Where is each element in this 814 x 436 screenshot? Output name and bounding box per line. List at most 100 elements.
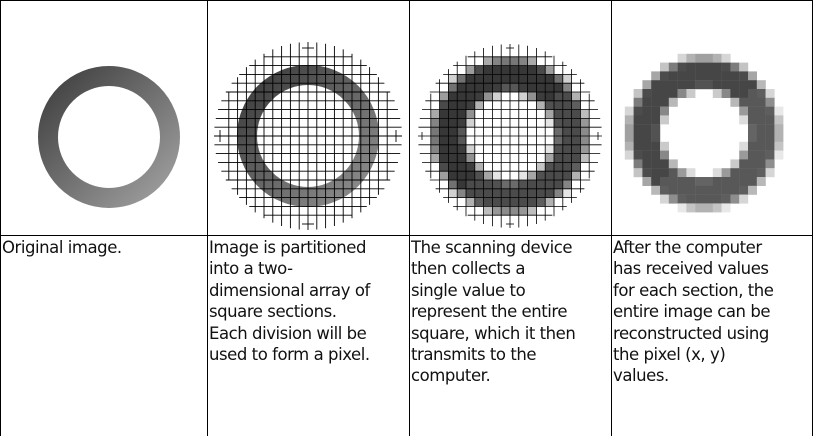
scan-square: [501, 83, 511, 93]
scan-square: [466, 197, 476, 207]
scan-square: [439, 136, 449, 146]
scan-square: [510, 197, 520, 207]
pixel-square: [739, 80, 749, 90]
scan-square: [466, 83, 476, 93]
scan-square: [545, 65, 555, 75]
pixel-square: [624, 124, 634, 134]
pixel-square: [739, 62, 749, 72]
pixel-square: [739, 106, 749, 116]
scan-square: [448, 127, 458, 137]
pixel-square: [756, 97, 766, 107]
pixel-squares: [624, 53, 784, 213]
scan-square: [562, 127, 572, 137]
scan-square: [430, 118, 440, 128]
scan-square: [439, 162, 449, 172]
pixel-square: [677, 62, 687, 72]
pixel-square: [686, 177, 696, 186]
scan-square: [448, 153, 458, 163]
scan-square: [527, 180, 537, 190]
scan-square: [439, 118, 449, 128]
caption-line: the pixel (x, y): [613, 345, 726, 365]
scan-square: [474, 65, 484, 75]
scan-square: [562, 144, 572, 154]
pixel-square: [624, 133, 634, 142]
pixel-square: [748, 71, 757, 81]
pixel-square: [765, 89, 775, 98]
pixel-square: [660, 168, 669, 178]
pixel-square: [712, 62, 722, 72]
pixel-square: [704, 194, 713, 204]
scan-square: [430, 153, 440, 163]
pixel-square: [739, 97, 749, 107]
scan-square: [545, 197, 555, 207]
pixel-square: [651, 133, 661, 142]
scan-square: [492, 197, 502, 207]
scan-square: [439, 92, 449, 102]
scan-square: [527, 74, 537, 84]
scan-square: [518, 171, 528, 181]
pixel-square: [660, 185, 669, 195]
pixel-square: [695, 177, 705, 186]
pixel-square: [677, 177, 687, 186]
pixel-square: [748, 133, 757, 142]
pixel-square: [695, 71, 705, 81]
original-image-cell: [1, 0, 207, 236]
scan-square: [466, 153, 476, 163]
scan-square: [430, 127, 440, 137]
scan-square: [474, 171, 484, 181]
pixel-square: [739, 115, 749, 125]
pixel-square: [765, 124, 775, 134]
scan-square: [571, 100, 581, 110]
pixel-square: [686, 62, 696, 72]
scan-square: [562, 74, 572, 84]
scan-square: [448, 100, 458, 110]
scan-square: [466, 188, 476, 198]
pixel-square: [739, 185, 749, 195]
pixel-square: [686, 168, 696, 178]
pixel-square: [756, 177, 766, 186]
scan-square: [430, 136, 440, 146]
scan-square: [545, 74, 555, 84]
scan-square: [536, 197, 546, 207]
pixel-square: [712, 185, 722, 195]
caption-line: represent the entire: [411, 302, 568, 322]
pixel-square: [756, 89, 766, 98]
scan-square: [466, 144, 476, 154]
pixel-square: [651, 80, 661, 90]
pixel-square: [730, 185, 740, 195]
pixel-square: [686, 89, 696, 98]
scan-square: [448, 171, 458, 181]
scan-square: [439, 100, 449, 110]
pixel-square: [721, 203, 731, 213]
pixel-square: [730, 177, 740, 186]
pixel-square: [704, 185, 713, 195]
pixel-square: [748, 124, 757, 134]
pixel-square: [765, 159, 775, 169]
pixel-square: [677, 194, 687, 204]
scan-square: [448, 118, 458, 128]
scan-square: [580, 136, 590, 146]
scan-square: [448, 92, 458, 102]
scan-square: [457, 188, 467, 198]
scan-square: [545, 118, 555, 128]
scan-square: [571, 92, 581, 102]
scan-square: [457, 153, 467, 163]
scan-square: [527, 65, 537, 75]
scan-square: [554, 153, 564, 163]
pixel-square: [668, 71, 678, 81]
scan-square: [562, 118, 572, 128]
pixel-square: [721, 53, 731, 63]
scan-square: [545, 83, 555, 93]
pixel-square: [695, 185, 705, 195]
scan-square: [545, 171, 555, 181]
scanned-squares: [430, 56, 590, 216]
pixel-square: [633, 124, 643, 134]
pixel-square: [677, 53, 687, 63]
scan-square: [562, 180, 572, 190]
scan-square: [483, 206, 493, 216]
caption-line: computer.: [411, 366, 491, 386]
column-divider-1: [207, 0, 208, 436]
pixel-square: [774, 150, 784, 160]
scan-square: [536, 83, 546, 93]
pixel-square: [660, 89, 669, 98]
